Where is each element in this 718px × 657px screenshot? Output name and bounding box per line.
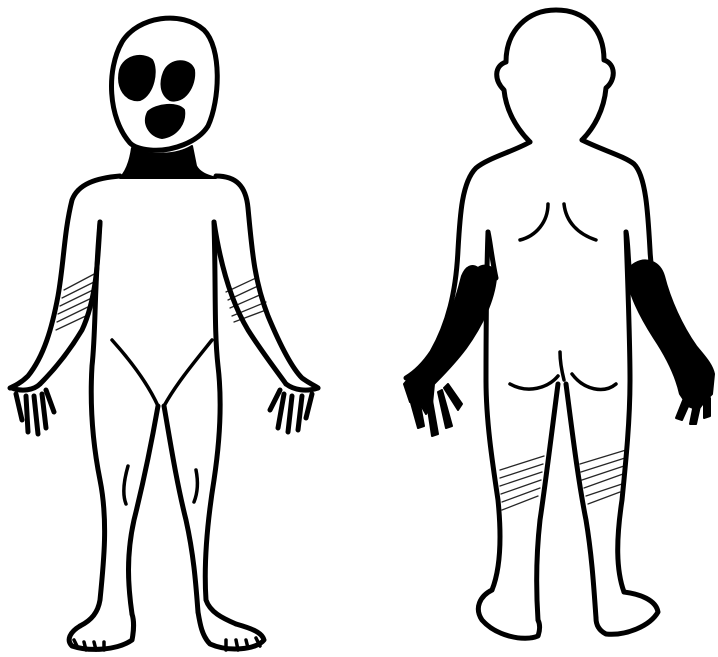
back-inner-leg-right xyxy=(566,384,596,618)
back-arm-right-dark xyxy=(628,260,714,410)
front-foot-left xyxy=(69,614,133,649)
front-torso-right xyxy=(205,222,236,624)
back-foot-right xyxy=(596,592,658,634)
back-foot-left xyxy=(478,590,539,638)
back-calf-right-hatching xyxy=(580,450,626,504)
back-gluteal-cleft xyxy=(560,352,564,380)
back-scapula-right xyxy=(564,204,596,240)
front-foot-right xyxy=(198,612,264,649)
front-groin-left xyxy=(112,340,158,406)
front-body-outline xyxy=(10,176,318,388)
back-torso-right xyxy=(618,232,630,592)
back-scapula-left xyxy=(520,204,548,240)
front-knee-left xyxy=(124,466,128,504)
front-view xyxy=(10,18,318,650)
front-knee-right xyxy=(194,470,197,502)
front-hand-right xyxy=(270,384,318,432)
front-hand-left xyxy=(12,384,54,434)
back-buttock-left xyxy=(510,376,558,389)
front-eye-right xyxy=(162,61,195,100)
front-groin-right xyxy=(164,340,212,406)
front-inner-leg-left xyxy=(129,406,159,614)
back-calf-left-hatching xyxy=(500,456,544,510)
back-head xyxy=(497,10,614,142)
back-buttock-right xyxy=(572,374,616,389)
back-inner-leg-left xyxy=(537,384,558,620)
front-eye-left xyxy=(119,56,155,100)
front-mouth xyxy=(146,105,184,138)
front-inner-leg-right xyxy=(164,406,198,612)
back-view xyxy=(404,10,714,638)
